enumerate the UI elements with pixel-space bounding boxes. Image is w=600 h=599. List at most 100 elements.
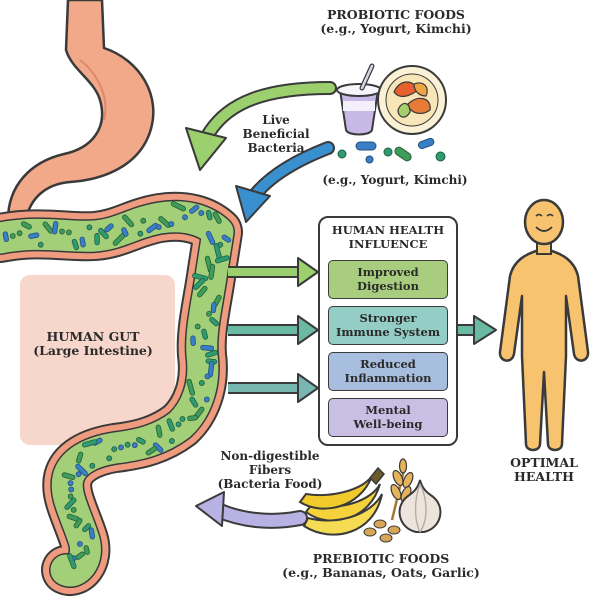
gut-bacteria [2,201,232,570]
health-influence-panel: HUMAN HEALTH INFLUENCE Improved Digestio… [318,216,458,446]
bacterium [221,234,232,243]
kimchi-bowl-illustration [377,65,447,135]
bacterium [203,396,210,403]
bacterium [145,446,158,456]
bacterium [168,438,175,444]
bacterium [170,201,187,212]
live-bacteria-line2: Beneficial [242,126,310,141]
benefit-immune-line1: Stronger [359,311,417,326]
gut-influence-arrows [228,257,319,403]
bacterium [94,232,100,246]
bacterium [111,446,118,453]
optimal-health-line1: OPTIMAL [510,455,578,470]
bacterium [67,553,77,570]
benefit-inflammation: Reduced Inflammation [328,352,448,391]
bacterium [81,439,98,448]
bacterium [136,436,146,445]
bacterium [71,238,80,251]
influence-to-health-arrow [456,315,497,345]
probiotic-example-repeat-text: (e.g., Yogurt, Kimchi) [322,173,468,187]
benefit-inflammation-line2: Inflammation [344,370,432,385]
benefit-mental: Mental Well-being [328,398,448,437]
bacterium [70,506,77,513]
probiotic-example: (e.g., Yogurt, Kimchi) [320,21,472,37]
bacterium [208,263,216,280]
bacterium [204,373,211,380]
bacterium [200,344,215,351]
bacterium [16,230,23,237]
bacterium [37,241,44,248]
bacterium [61,472,76,480]
bacterium [64,497,77,511]
intestine-inner [0,201,234,587]
prebiotic-example: (e.g., Bananas, Oats, Garlic) [282,565,480,581]
bacterium [9,233,16,239]
bacterium [210,302,217,314]
live-bacteria-line1: Live [262,113,290,127]
bacterium [201,328,209,340]
bacterium [28,232,40,239]
bacterium [67,493,74,500]
optimal-health-line2: HEALTH [514,469,574,485]
bacterium [182,214,188,221]
benefit-inflammation-line1: Reduced [360,357,416,372]
bacterium [197,285,208,298]
panel-title-line1: HUMAN HEALTH [331,223,445,237]
human-figure-illustration [498,198,590,452]
bacterium [140,217,147,224]
bacterium [155,224,162,231]
garlic-illustration [398,479,442,533]
bacterium [124,441,131,448]
stomach-illustration [6,0,155,222]
bacterium [68,486,75,493]
bacterium [187,415,198,422]
colon-background [20,275,175,445]
bacterium [75,451,84,464]
bacterium [20,221,32,230]
bacterium [118,444,124,451]
bacterium [214,255,230,264]
bacterium [86,224,93,231]
bacterium [189,204,200,214]
bacterium [205,349,219,358]
fibers-line3: (Bacteria Food) [217,476,323,491]
bacterium [205,209,213,221]
bacterium [166,418,175,432]
yogurt-cup-illustration [336,63,382,136]
gut-title: HUMAN GUT [46,329,140,344]
bananas-illustration [298,466,386,536]
bacterium [137,230,144,237]
bacterium [89,462,96,469]
bacterium [198,380,205,386]
bacterium [77,541,83,547]
bacterium [193,277,206,290]
optimal-health-label: OPTIMAL HEALTH [494,455,594,485]
prebiotic-foods-label: PREBIOTIC FOODS (e.g., Bananas, Oats, Ga… [266,551,496,581]
fibers-arrow [195,491,308,529]
bacterium [82,523,92,533]
gut-subtitle: (Large Intestine) [33,343,153,359]
prebiotic-title: PREBIOTIC FOODS [312,551,450,566]
probiotic-example-repeat: (e.g., Yogurt, Kimchi) [300,173,490,188]
bacterium [194,323,201,330]
panel-title: HUMAN HEALTH INFLUENCE [320,223,456,252]
bacterium [190,335,196,346]
bacterium [155,424,163,438]
bacterium [59,228,65,235]
benefit-digestion: Improved Digestion [328,260,448,299]
bacterium [67,480,74,487]
benefit-immune: Stronger Immune System [328,306,448,345]
oats-illustration [363,458,414,543]
benefit-mental-line2: Well-being [353,416,423,431]
live-bacteria-arrow [185,81,337,171]
bacterium [75,463,88,477]
bacterium [121,227,129,237]
fibers-line1: Non-digestible [220,449,320,463]
live-bacteria-line3: Bacteria [247,140,305,155]
bacterium [51,221,59,235]
bacterium [168,221,175,228]
benefit-digestion-line1: Improved [357,265,419,280]
bacterium [206,310,212,317]
bacterium [179,416,186,422]
